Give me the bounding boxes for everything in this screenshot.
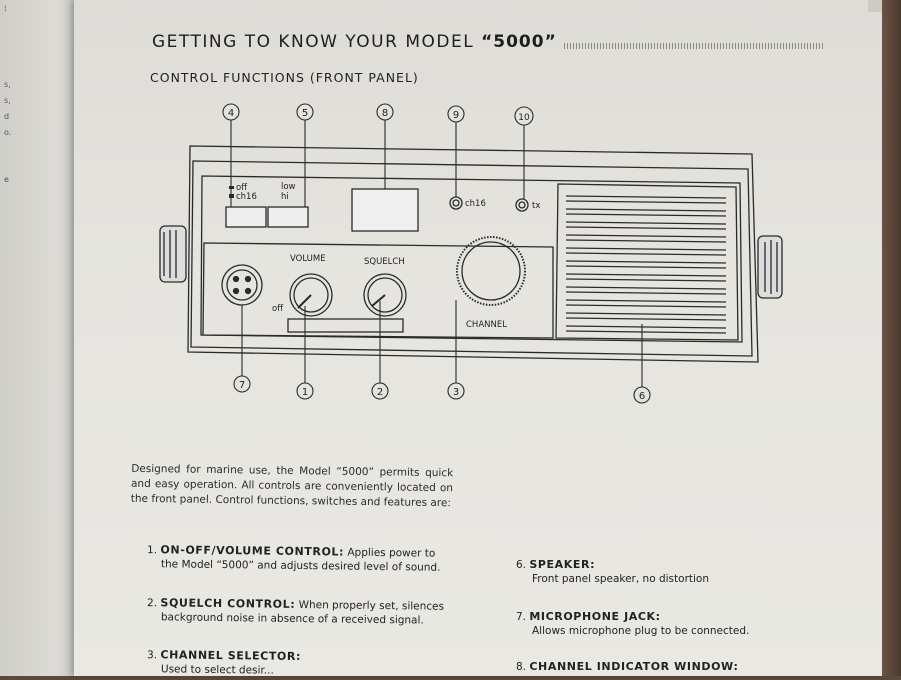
left-page-fragment: s, [4, 80, 11, 89]
control-item-volume: 1. ON-OFF/VOLUME CONTROL: Applies power … [147, 543, 457, 575]
control-item-microphone-jack: 7. MICROPHONE JACK: Allows microphone pl… [516, 610, 836, 638]
page-title-model: “5000” [481, 32, 557, 52]
label-tx: tx [532, 201, 540, 211]
mount-knob-left [159, 225, 187, 283]
callout-6 [633, 386, 651, 404]
item-heading: SPEAKER: [529, 558, 596, 571]
label-volume: VOLUME [290, 254, 326, 264]
channel-selector-knob [456, 236, 526, 306]
label-hi: hi [281, 192, 289, 202]
item-number: 1. [147, 544, 158, 557]
item-number: 7. [516, 611, 527, 623]
callout-label-3: 3 [453, 387, 459, 398]
callout-label-1: 1 [302, 387, 308, 398]
intro-paragraph: Designed for marine use, the Model “5000… [130, 462, 454, 510]
radio-housing-inner [190, 160, 753, 357]
table-surface [868, 0, 901, 676]
volume-knob [289, 273, 333, 317]
page-title: GETTING TO KNOW YOUR MODEL “5000” [152, 32, 557, 52]
callout-7 [233, 375, 251, 393]
callout-2 [371, 382, 389, 400]
mount-knob-right [757, 235, 783, 299]
control-item-channel-selector: 3. CHANNEL SELECTOR: Used to select desi… [147, 648, 457, 680]
item-heading: ON-OFF/VOLUME CONTROL: [160, 543, 345, 559]
speaker-grille [555, 183, 739, 341]
left-page-edge: ⁞ s, s, d o. e [0, 0, 80, 676]
callout-10 [514, 106, 534, 126]
left-page-fragment: o. [4, 128, 12, 137]
item-heading: MICROPHONE JACK: [529, 610, 661, 623]
squelch-knob [363, 273, 407, 317]
item-number: 2. [147, 597, 158, 610]
item-description: Front panel speaker, no distortion [532, 573, 709, 585]
label-squelch: SQUELCH [364, 257, 405, 267]
speaker-slots [565, 195, 727, 334]
callout-5 [296, 103, 314, 121]
channel-indicator-window [351, 188, 419, 232]
callout-1 [296, 382, 314, 400]
item-inline-text: When properly set, silences [295, 598, 445, 613]
callout-label-6: 6 [639, 391, 645, 402]
label-ch16-lamp: ch16 [465, 199, 486, 209]
left-page-fragment: s, [4, 96, 11, 105]
lower-control-panel [202, 242, 554, 339]
label-off-knob: off [272, 304, 284, 314]
item-heading: CHANNEL INDICATOR WINDOW: [529, 660, 739, 673]
item-heading: CHANNEL SELECTOR: [160, 648, 302, 663]
callout-3 [447, 382, 465, 400]
manual-page: GETTING TO KNOW YOUR MODEL “5000” CONTRO… [74, 0, 882, 677]
page-title-text: GETTING TO KNOW YOUR MODEL [152, 32, 482, 52]
callout-label-10: 10 [518, 113, 530, 123]
callout-label-7: 7 [239, 380, 245, 391]
callout-label-9: 9 [453, 110, 459, 121]
low-hi-switch [267, 206, 309, 228]
item-inline-text: Applies power to [343, 546, 436, 560]
left-page-fragment: e [4, 175, 9, 184]
item-number: 3. [147, 649, 158, 662]
callout-label-8: 8 [382, 108, 388, 119]
label-plate [287, 318, 404, 333]
ch16-lamp [449, 196, 463, 210]
label-off: off [236, 183, 248, 193]
callout-label-4: 4 [228, 108, 234, 119]
item-description: background noise in absence of a receive… [160, 611, 424, 627]
item-heading: SQUELCH CONTROL: [160, 596, 296, 611]
callout-8 [376, 103, 394, 121]
control-item-channel-indicator: 8. CHANNEL INDICATOR WINDOW: [516, 660, 836, 674]
label-ch16-switch: ch16 [236, 192, 257, 202]
item-description: the Model “5000” and adjusts desired lev… [160, 558, 441, 574]
title-rule [564, 43, 824, 49]
callout-9 [447, 105, 465, 123]
radio-front-panel-diagram: off ch16 low hi VOLUME SQUELCH off ch16 … [159, 103, 783, 404]
label-channel: CHANNEL [466, 320, 507, 330]
leader-lines [230, 120, 643, 387]
section-subtitle: CONTROL FUNCTIONS (FRONT PANEL) [150, 70, 419, 85]
callout-4 [222, 103, 240, 121]
tx-lamp [515, 198, 529, 212]
item-description: Used to select desir... [160, 663, 274, 677]
label-low: low [281, 182, 296, 192]
callout-label-2: 2 [377, 387, 383, 398]
control-item-speaker: 6. SPEAKER: Front panel speaker, no dist… [516, 558, 836, 586]
item-number: 6. [516, 559, 527, 571]
left-page-mark: ⁞ [4, 4, 7, 13]
callout-label-5: 5 [302, 108, 308, 119]
front-face [200, 175, 743, 343]
item-description: Allows microphone plug to be connected. [532, 625, 750, 637]
radio-housing-outline [187, 145, 759, 363]
control-item-squelch: 2. SQUELCH CONTROL: When properly set, s… [147, 596, 457, 628]
left-page-fragment: d [4, 112, 10, 121]
microphone-jack [221, 264, 263, 306]
item-number: 8. [516, 661, 527, 673]
power-ch16-switch [225, 206, 267, 228]
